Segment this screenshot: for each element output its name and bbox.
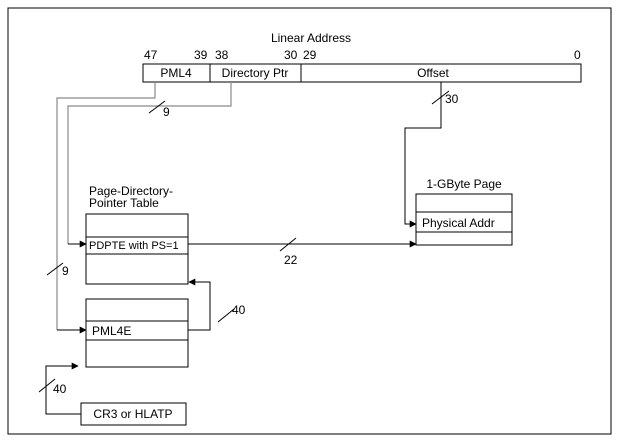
figure-frame: [7, 7, 612, 435]
offset-width-slash: [431, 90, 450, 105]
bit-30: 30: [284, 48, 298, 62]
bit-39: 39: [194, 48, 208, 62]
gbyte-page: [415, 193, 513, 246]
bit-29: 29: [303, 48, 317, 62]
cr3-to-pml4-line: [45, 362, 81, 415]
offset-line: [404, 82, 442, 228]
offset-width-label: 30: [445, 92, 459, 106]
field-directory-ptr: Directory Ptr: [222, 66, 289, 80]
field-pml4: PML4: [160, 66, 192, 80]
pml4e-width-label: 40: [232, 303, 246, 317]
pml4e-to-pdpt-line: [188, 278, 211, 331]
cr3-register: [80, 402, 187, 426]
pml4-table: [85, 298, 189, 368]
pml4e-entry: PML4E: [92, 324, 131, 338]
pdpte-width-label: 22: [284, 253, 298, 267]
pml4e-width-slash: [217, 308, 235, 323]
linear-address-title: Linear Address: [271, 31, 351, 45]
pml4-width-label: 9: [62, 264, 69, 278]
linear-address-bar: [142, 63, 582, 83]
physical-addr: Physical Addr: [422, 216, 495, 230]
pml4-index-line: [56, 82, 156, 330]
dirptr-index-line: [67, 82, 232, 244]
dirptr-width-slash: [148, 100, 166, 114]
bit-47: 47: [144, 48, 158, 62]
pml4-width-slash: [46, 262, 64, 276]
cr3-width-label: 40: [53, 382, 67, 396]
bit-38: 38: [215, 48, 229, 62]
bit-0: 0: [574, 48, 581, 62]
page-title: 1-GByte Page: [426, 177, 502, 191]
pdpt-table: [85, 213, 189, 285]
cr3-label: CR3 or HLATP: [93, 407, 172, 421]
cr3-width-slash: [38, 378, 56, 393]
dirptr-width-label: 9: [163, 105, 170, 119]
pdpt-title-line2: Pointer Table: [89, 196, 159, 210]
pdpte-entry: PDPTE with PS=1: [89, 240, 179, 252]
field-offset: Offset: [417, 66, 449, 80]
pdpt-title-line1: Page-Directory-: [89, 184, 173, 198]
pdpte-width-slash: [279, 237, 297, 252]
